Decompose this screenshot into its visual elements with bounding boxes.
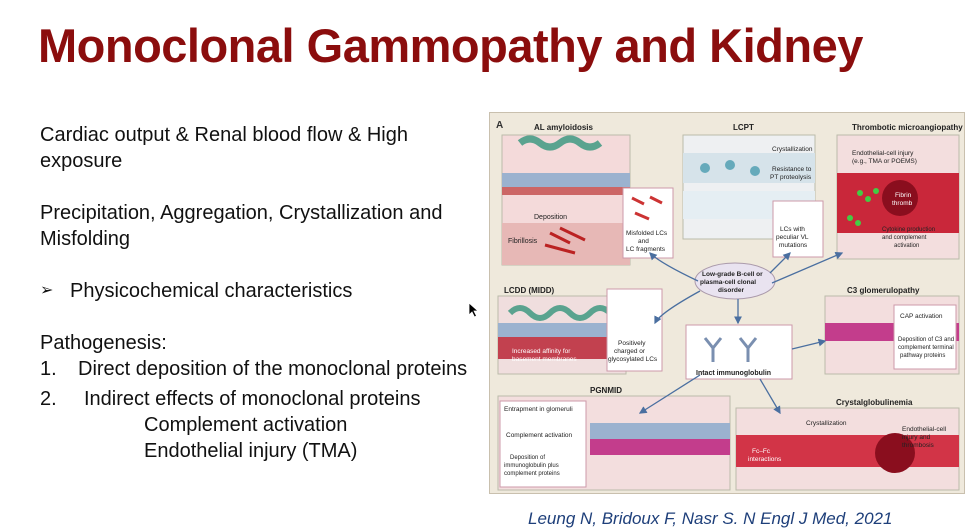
panel-letter: A bbox=[496, 120, 503, 131]
pgnmid-title: PGNMID bbox=[590, 386, 622, 395]
cryst-title: Crystalglobulinemia bbox=[836, 398, 913, 407]
c3-cap: CAP activation bbox=[900, 313, 943, 320]
sub-item-complement: Complement activation bbox=[144, 414, 348, 436]
paragraph-cardiac-output: Cardiac output & Renal blood flow & High… bbox=[40, 124, 408, 172]
lcdd-charged-box bbox=[606, 288, 663, 372]
pathogenesis-heading: Pathogenesis: bbox=[40, 332, 167, 354]
tma-title: Thrombotic microangiopathy bbox=[852, 123, 963, 132]
figure-illustration: A AL amyloidosis Deposition Fibrillosis … bbox=[496, 120, 963, 491]
pathogenesis-item-1: 1. Direct deposition of the monoclonal p… bbox=[40, 358, 468, 380]
panel-crystalglobulinemia: Crystalglobulinemia Crystallization Fc–F… bbox=[735, 398, 960, 491]
slide-title: Monoclonal Gammopathy and Kidney bbox=[38, 19, 863, 72]
slide-body: Cardiac output & Renal blood flow & High… bbox=[40, 122, 480, 464]
pathogenesis-figure: A AL amyloidosis Deposition Fibrillosis … bbox=[489, 112, 965, 494]
tma-injury: Endothelial-cell injury(e.g., TMA or POE… bbox=[852, 150, 917, 165]
lcdd-title: LCDD (MIDD) bbox=[504, 286, 555, 295]
pathogenesis-item-2: 2. Indirect effects of monoclonal protei… bbox=[40, 388, 421, 410]
bullet-physicochemical: ➢ Physicochemical characteristics bbox=[40, 278, 480, 304]
panel-pgnmid: PGNMID Entrapment in glomeruli Complemen… bbox=[497, 386, 731, 491]
figure-arrows bbox=[638, 251, 844, 415]
paragraph-precipitation: Precipitation, Aggregation, Crystallizat… bbox=[40, 202, 443, 250]
lcpt-title: LCPT bbox=[733, 123, 754, 132]
misfolded-lc-shapes bbox=[631, 195, 663, 221]
panel-c3: C3 glomerulopathy CAP activation Deposit… bbox=[824, 286, 960, 375]
immunoglobulin-icon bbox=[703, 337, 758, 362]
intact-ig-box bbox=[685, 324, 793, 380]
pgnmid-complement: Complement activation bbox=[506, 432, 572, 439]
c3-title: C3 glomerulopathy bbox=[847, 286, 920, 295]
mouse-cursor-icon bbox=[468, 302, 480, 318]
sub-item-endothelial: Endothelial injury (TMA) bbox=[144, 440, 358, 462]
al-fibrillosis: Fibrillosis bbox=[508, 238, 538, 245]
intact-ig-label: Intact immunoglobulin bbox=[696, 370, 771, 377]
pgnmid-entrapment: Entrapment in glomeruli bbox=[504, 406, 573, 413]
cryst-crystallization: Crystallization bbox=[806, 420, 847, 427]
bullet-text: Physicochemical characteristics bbox=[70, 280, 353, 302]
panel-tma: Thrombotic microangiopathy Endothelial-c… bbox=[836, 123, 963, 260]
al-deposition: Deposition bbox=[534, 214, 567, 221]
al-misfolded-box bbox=[622, 187, 674, 259]
citation: Leung N, Bridoux F, Nasr S. N Engl J Med… bbox=[528, 509, 893, 528]
panel-al-amyloidosis: AL amyloidosis Deposition Fibrillosis bbox=[501, 123, 631, 266]
al-title: AL amyloidosis bbox=[534, 123, 594, 132]
lcpt-crystallization: Crystallization bbox=[772, 146, 813, 153]
lcpt-peculiar-box bbox=[772, 200, 824, 258]
arrow-bullet-icon: ➢ bbox=[40, 282, 54, 299]
